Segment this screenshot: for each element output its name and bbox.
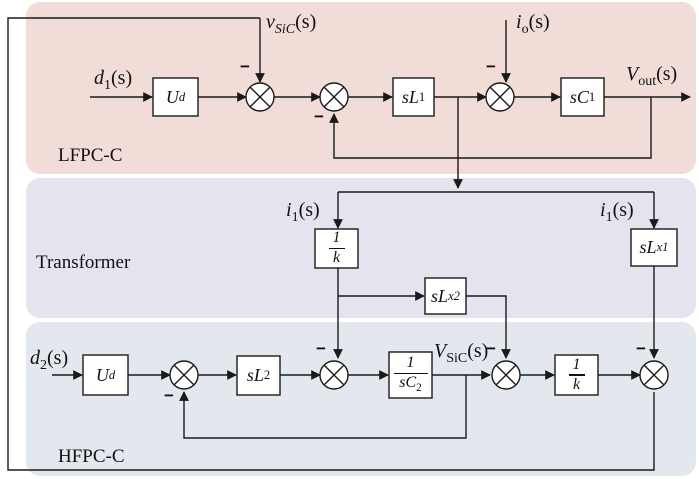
signal-d2-main: d <box>30 347 40 369</box>
signal-i1-left: i1(s) <box>286 200 320 225</box>
block-ud-top-rect <box>152 77 199 117</box>
hfpc-label: HFPC-C <box>58 446 125 467</box>
signal-d1-sub: 1 <box>104 78 111 93</box>
signal-vsic-top-arg: (s) <box>295 11 317 33</box>
block-inv-sc2-rect <box>388 351 433 399</box>
signal-io-main: i <box>516 11 522 33</box>
slx2-to-sum6 <box>466 295 511 359</box>
block-inv-k-right-den: k <box>572 375 581 393</box>
block-sl1-sub: 1 <box>418 89 426 104</box>
block-sc1-sub: 1 <box>588 89 596 104</box>
block-inv-sc2-bar <box>393 372 428 375</box>
block-sc1-main: sC <box>569 86 589 107</box>
transformer-label: Transformer <box>36 252 131 273</box>
signal-d2: d2(s) <box>30 348 68 373</box>
signal-vsic-bottom-main: V <box>434 340 447 362</box>
signal-io-sub: o <box>521 22 529 37</box>
signal-vsic-top-main: v <box>266 11 275 33</box>
minus-sum1-top: − <box>240 57 250 76</box>
signal-vsic-bottom: VSiC(s) <box>434 341 488 366</box>
block-inv-sc2: 1 sC2 <box>389 352 432 398</box>
block-slx2-sub: x2 <box>448 288 460 303</box>
sum-junction-3 <box>485 82 515 112</box>
minus-sum4-bottom: − <box>164 386 174 405</box>
signal-d1-main: d <box>94 67 104 89</box>
signal-vsic-top-sub: SiC <box>274 22 296 37</box>
signal-d2-sub: 2 <box>40 358 47 373</box>
block-slx1-rect <box>630 228 678 267</box>
vout-feedback <box>329 97 652 159</box>
signal-i1-left-sub: 1 <box>291 210 299 225</box>
minus-sum7-top: − <box>636 339 646 358</box>
signal-d1: d1(s) <box>94 68 132 93</box>
block-inv-k-left: 1 k <box>315 229 358 268</box>
block-inv-sc2-num: 1 <box>406 354 415 372</box>
block-slx2-main: sL <box>431 285 449 306</box>
signal-d1-arg: (s) <box>111 67 133 89</box>
minus-sum2-bottom: − <box>314 107 324 126</box>
signal-vout-arg: (s) <box>656 63 678 85</box>
transformer-region <box>26 178 696 318</box>
block-inv-k-left-den: k <box>332 249 341 267</box>
hfpc-region <box>26 322 696 476</box>
signal-io-arg: (s) <box>528 11 550 33</box>
block-sl2-rect <box>236 355 281 396</box>
signal-vout: Vout(s) <box>626 64 677 89</box>
signal-vsic-top: vSiC(s) <box>266 12 316 37</box>
block-inv-k-right-bar <box>568 374 585 376</box>
signal-i1-right-sub: 1 <box>605 210 613 225</box>
sum-junction-7 <box>639 360 669 390</box>
block-slx1-sub: x1 <box>656 240 669 254</box>
block-inv-k-right-num: 1 <box>572 355 581 373</box>
block-ud-bottom-sub: d <box>108 367 116 382</box>
block-slx2-rect <box>424 277 467 315</box>
sum-junction-5 <box>319 360 349 390</box>
block-ud-top-sub: d <box>178 89 186 104</box>
block-sl2-main: sL <box>246 365 264 385</box>
sum-junction-1 <box>245 82 275 112</box>
block-slx1-main: sL <box>639 237 657 257</box>
outer-feedback-loop <box>7 17 655 471</box>
block-inv-k-right: 1 k <box>555 355 598 395</box>
block-sl2-sub: 2 <box>263 368 271 382</box>
minus-sum3-top: − <box>486 57 496 76</box>
block-sc1-rect <box>560 77 605 117</box>
block-sl1-main: sL <box>401 86 419 107</box>
sum-junction-2 <box>319 82 349 112</box>
block-inv-sc2-den-sub: 2 <box>416 382 422 395</box>
signal-i1-right: i1(s) <box>600 200 634 225</box>
signal-io: io(s) <box>516 12 550 37</box>
signal-i1-right-arg: (s) <box>612 199 634 221</box>
signal-d2-arg: (s) <box>47 347 69 369</box>
block-ud-top-main: U <box>165 86 179 107</box>
signal-i1-right-main: i <box>600 199 606 221</box>
block-ud-bottom-main: U <box>95 364 109 385</box>
signal-i1-left-main: i <box>286 199 292 221</box>
lfpc-label: LFPC-C <box>58 145 123 166</box>
block-inv-sc2-den-main: sC <box>399 374 417 392</box>
minus-sum5-top: − <box>316 339 326 358</box>
block-ud-bottom-rect <box>82 354 129 396</box>
signal-vsic-bottom-sub: SiC <box>446 351 468 366</box>
minus-sum6-top: − <box>486 339 496 358</box>
signal-i1-left-arg: (s) <box>298 199 320 221</box>
vsic-feedback <box>179 375 467 439</box>
signal-vsic-bottom-arg: (s) <box>467 340 489 362</box>
signal-vout-sub: out <box>638 74 657 89</box>
block-inv-k-left-num: 1 <box>332 229 341 247</box>
signal-vout-main: V <box>626 63 639 85</box>
sum-junction-6 <box>491 360 521 390</box>
block-sl1-rect <box>392 77 435 117</box>
block-inv-k-left-bar <box>328 247 345 250</box>
sum-junction-4 <box>169 360 199 390</box>
